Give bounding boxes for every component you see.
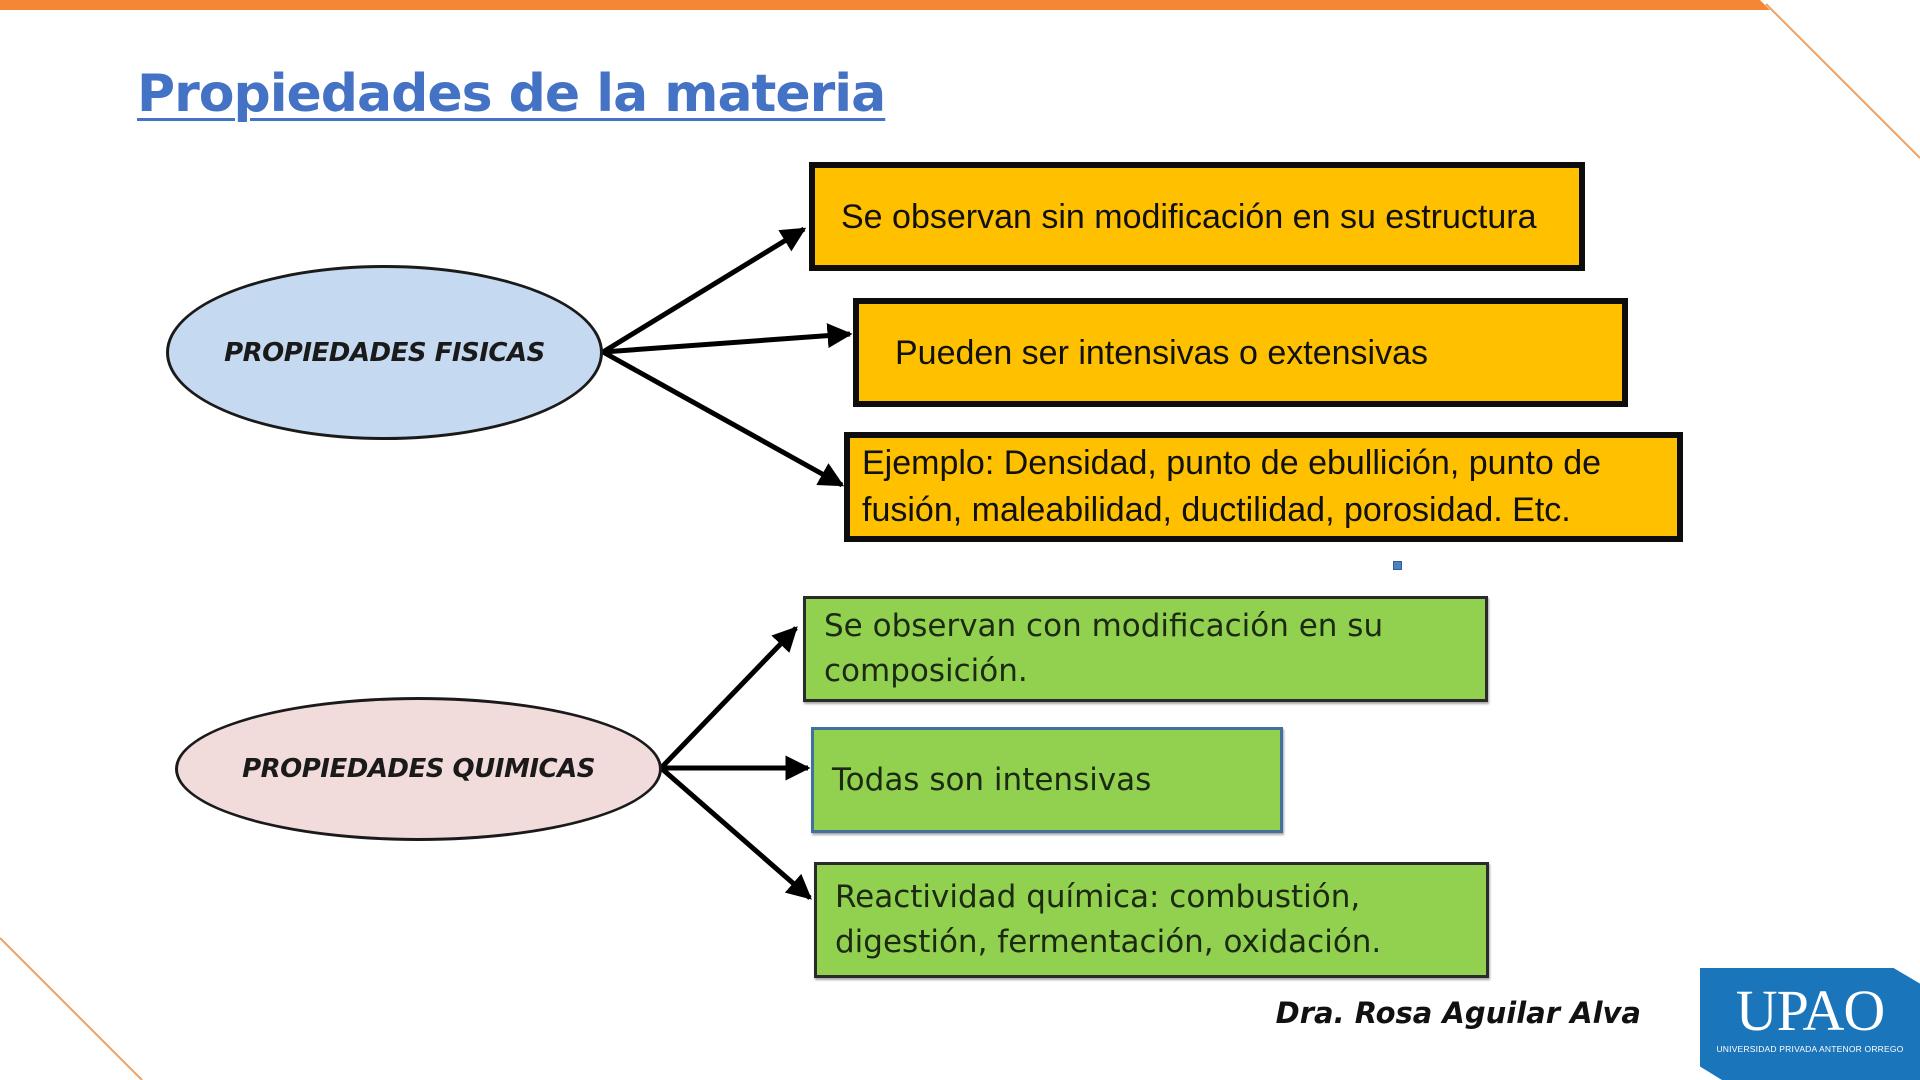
chemical-item-1: Se observan con modificación en su compo… <box>803 596 1488 702</box>
physical-item-1: Se observan sin modificación en su estru… <box>809 162 1585 271</box>
chemical-properties-label: PROPIEDADES QUIMICAS <box>242 754 595 784</box>
chemical-item-1-text: Se observan con modificación en su compo… <box>824 608 1384 689</box>
logo-wordmark: UPAO <box>1735 978 1886 1043</box>
bottom-left-diagonal-line <box>0 937 143 1080</box>
physical-item-2-text: Pueden ser intensivas o extensivas <box>895 333 1428 372</box>
chemical-item-2: Todas son intensivas <box>811 727 1283 833</box>
chemical-properties-node: PROPIEDADES QUIMICAS <box>175 697 662 841</box>
physical-item-2: Pueden ser intensivas o extensivas <box>853 298 1628 407</box>
author-name: Dra. Rosa Aguilar Alva <box>1275 996 1641 1030</box>
upao-logo: UPAO UNIVERSIDAD PRIVADA ANTENOR ORREGO <box>1700 968 1920 1080</box>
chemical-arrows <box>659 626 812 900</box>
physical-item-3: Ejemplo: Densidad, punto de ebullición, … <box>844 432 1683 542</box>
chemical-item-3: Reactividad química: combustión, digesti… <box>814 862 1489 978</box>
logo-subtitle: UNIVERSIDAD PRIVADA ANTENOR ORREGO <box>1716 1044 1904 1054</box>
physical-properties-label: PROPIEDADES FISICAS <box>224 337 545 368</box>
top-accent-bar <box>0 0 1770 10</box>
top-right-diagonal-line <box>1765 3 1920 159</box>
physical-item-1-text: Se observan sin modificación en su estru… <box>841 197 1537 236</box>
physical-properties-node: PROPIEDADES FISICAS <box>166 265 603 440</box>
slide-title: Propiedades de la materia <box>137 64 886 124</box>
selection-handle[interactable] <box>1393 561 1402 570</box>
chemical-item-3-text: Reactividad química: combustión, digesti… <box>835 879 1382 960</box>
chemical-item-2-text: Todas son intensivas <box>832 761 1152 798</box>
physical-item-3-text: Ejemplo: Densidad, punto de ebullición, … <box>862 444 1602 529</box>
